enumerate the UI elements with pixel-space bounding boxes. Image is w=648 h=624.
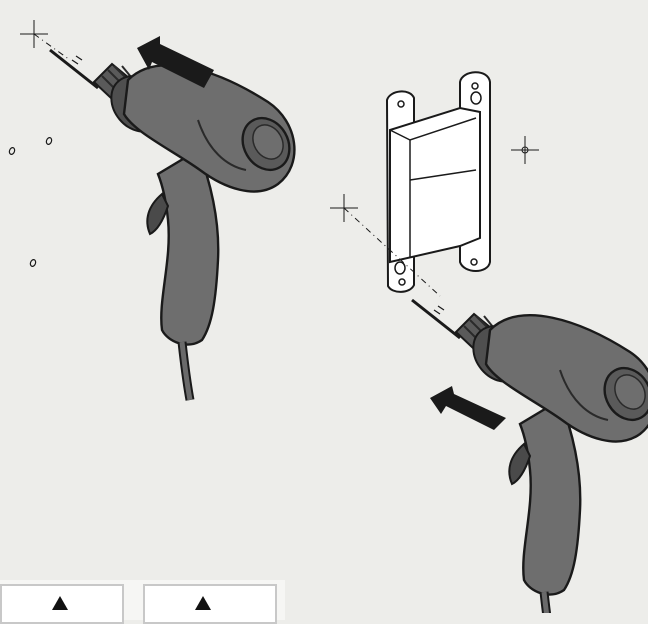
warning-panel xyxy=(0,580,285,624)
electrical-box-icon xyxy=(385,71,491,293)
hole-marker-icon xyxy=(8,137,53,267)
drill-icon xyxy=(50,50,299,400)
crosshair-icon xyxy=(329,193,441,297)
warning-box xyxy=(0,584,124,624)
warning-triangle-icon xyxy=(52,596,68,610)
arrow-icon xyxy=(430,386,506,430)
crosshair-icon xyxy=(510,135,540,165)
warning-box xyxy=(143,584,277,624)
crosshair-icon xyxy=(19,19,71,61)
warning-triangle-icon xyxy=(195,596,211,610)
drill-icon xyxy=(412,300,648,613)
arrow-icon xyxy=(137,36,214,88)
